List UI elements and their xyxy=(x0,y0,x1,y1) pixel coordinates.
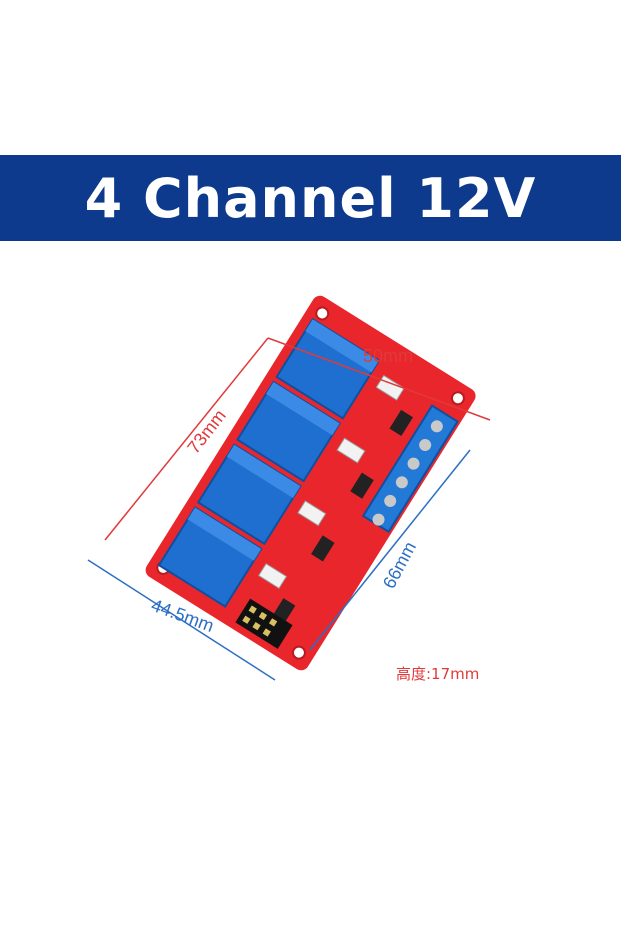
dimension-lines xyxy=(87,337,491,681)
height-note: 高度:17mm xyxy=(396,665,480,683)
pcb-board xyxy=(145,295,476,671)
dim-length-side: 66mm xyxy=(379,538,420,592)
pin-header xyxy=(235,598,293,649)
title-banner: 4 Channel 12V xyxy=(0,155,621,241)
relay-3 xyxy=(196,443,302,546)
components xyxy=(257,374,413,625)
banner-title: 4 Channel 12V xyxy=(84,166,537,230)
dim-width-top: 50mm xyxy=(363,346,413,366)
relay-2 xyxy=(236,380,342,483)
relay-4 xyxy=(157,506,263,608)
terminal-block xyxy=(361,404,459,534)
